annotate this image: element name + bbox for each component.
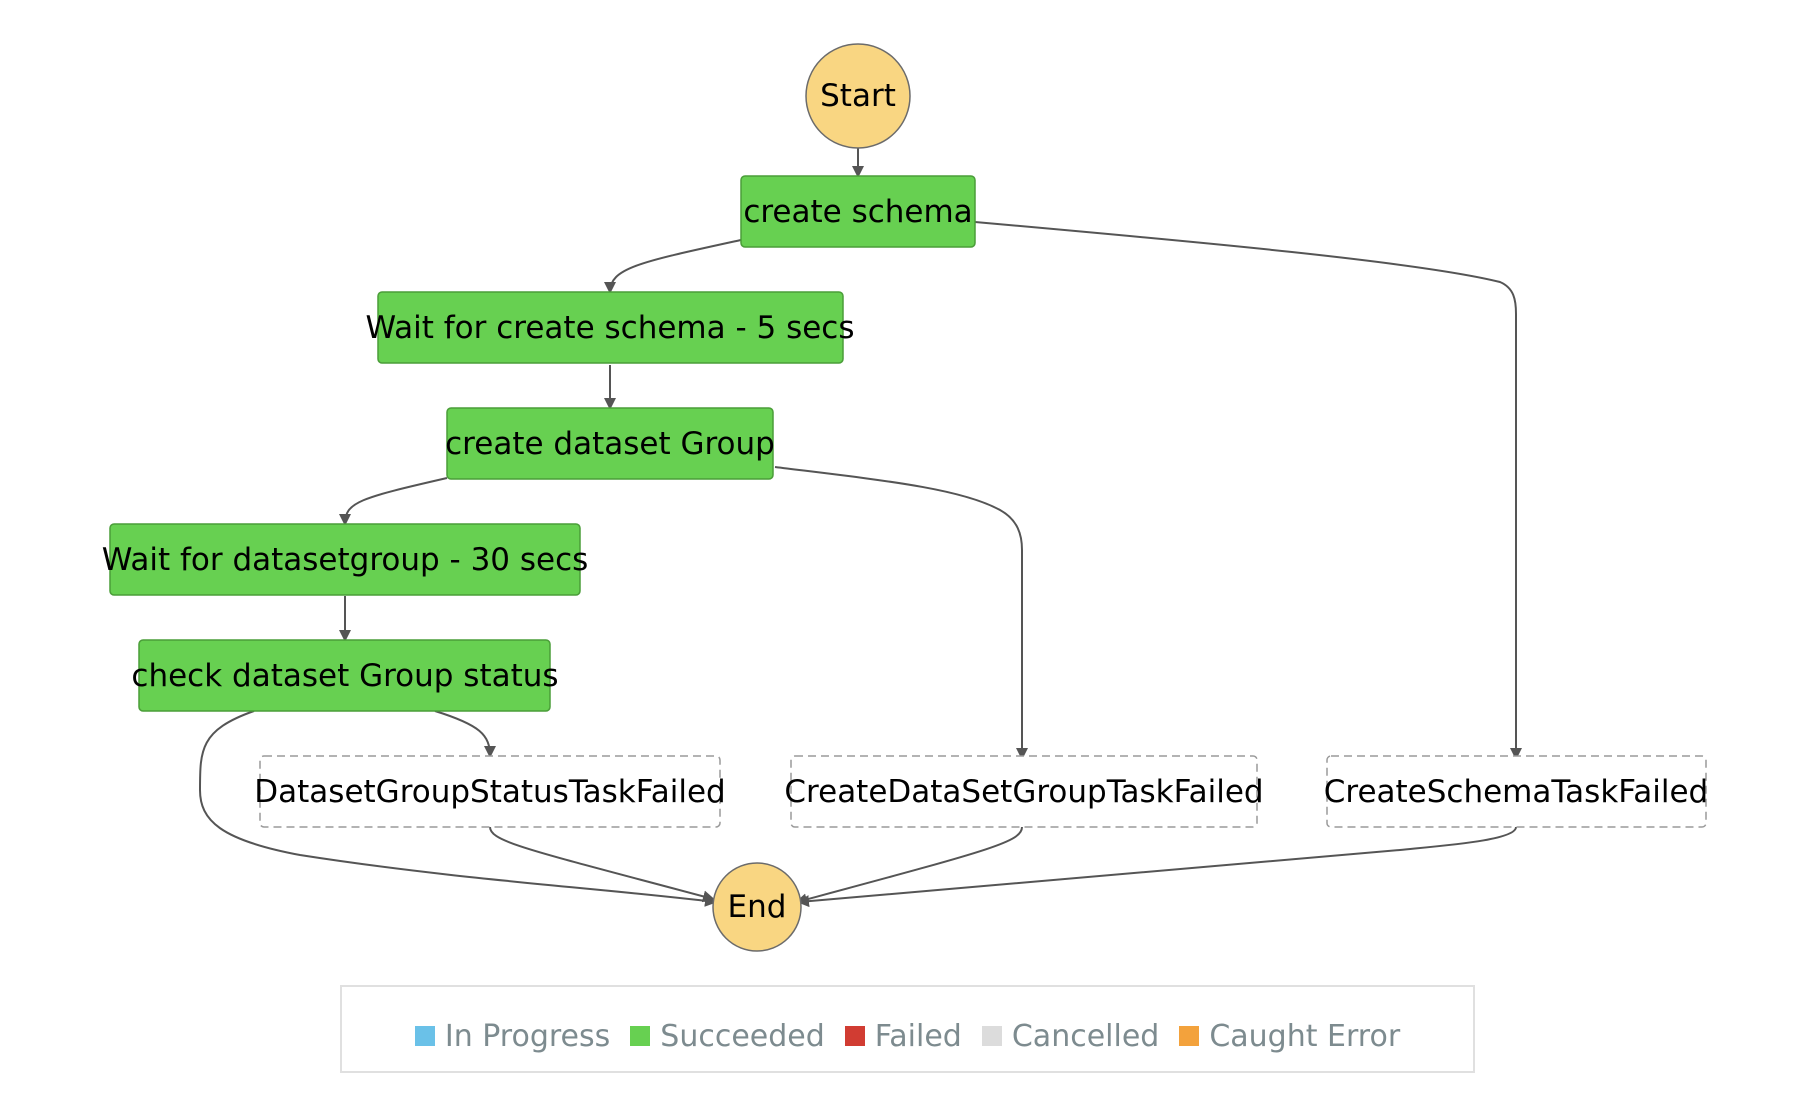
- legend-swatch: [414, 1026, 435, 1046]
- state-box: [740, 175, 976, 248]
- state-box: [1326, 755, 1707, 828]
- node-create-schema-task-failed[interactable]: CreateSchemaTaskFailed: [1324, 755, 1709, 828]
- node-label: create schema: [743, 194, 972, 230]
- state-box: [377, 291, 844, 364]
- legend-item-in-progress: In Progress: [414, 1018, 611, 1054]
- node-create-dataset-group[interactable]: create dataset Group: [445, 407, 775, 480]
- node-wait-for-datasetgroup[interactable]: Wait for datasetgroup - 30 secs: [102, 523, 589, 596]
- edge-check-dsg-to-dsg-status-failed: [434, 710, 496, 758]
- node-label: create dataset Group: [445, 426, 775, 462]
- edges: [198, 148, 1522, 908]
- node-label: Wait for create schema - 5 secs: [365, 310, 854, 346]
- node-label: CreateSchemaTaskFailed: [1324, 774, 1709, 810]
- node-wait-for-create-schema[interactable]: Wait for create schema - 5 secs: [365, 291, 855, 364]
- node-dataset-group-status-task-failed[interactable]: DatasetGroupStatusTaskFailed: [254, 755, 726, 828]
- edge-create-dsg-to-create-dsg-failed: [774, 466, 1028, 760]
- edge-check-dsg-to-end: [198, 710, 717, 907]
- legend-swatch: [844, 1026, 865, 1046]
- legend-swatch: [630, 1026, 651, 1046]
- edge-create-schema-failed-to-end: [797, 826, 1517, 908]
- state-box: [138, 639, 551, 712]
- legend-item-failed: Failed: [844, 1018, 962, 1054]
- legend-label: Cancelled: [1011, 1018, 1160, 1054]
- node-label: Wait for datasetgroup - 30 secs: [102, 542, 589, 578]
- edge-create-schema-to-wait-schema: [604, 239, 742, 294]
- end-circle: [712, 862, 802, 952]
- node-label: check dataset Group status: [131, 658, 558, 694]
- legend-item-caught-error: Caught Error: [1179, 1019, 1400, 1054]
- edge-dsg-status-failed-to-end: [489, 826, 715, 903]
- edge-create-dsg-to-wait-dsg: [339, 477, 448, 526]
- edge-create-schema-to-create-schema-failed: [974, 221, 1522, 760]
- node-start[interactable]: Start: [805, 43, 911, 149]
- legend-swatch: [1179, 1026, 1200, 1046]
- node-create-dataset-group-task-failed[interactable]: CreateDataSetGroupTaskFailed: [784, 755, 1264, 828]
- edge-create-dsg-failed-to-end: [795, 826, 1023, 906]
- status-legend: In Progress Succeeded Failed Cancelled C…: [340, 985, 1475, 1073]
- node-label: DatasetGroupStatusTaskFailed: [254, 774, 725, 810]
- legend-item-cancelled: Cancelled: [981, 1018, 1160, 1054]
- state-box: [790, 755, 1258, 828]
- state-box: [109, 523, 581, 596]
- state-box: [446, 407, 774, 480]
- node-label: End: [728, 889, 787, 925]
- legend-label: Caught Error: [1209, 1018, 1401, 1054]
- node-create-schema[interactable]: create schema: [740, 175, 976, 248]
- legend-label: Succeeded: [660, 1018, 825, 1054]
- node-label: CreateDataSetGroupTaskFailed: [784, 774, 1263, 810]
- legend-item-succeeded: Succeeded: [630, 1019, 825, 1054]
- state-box: [259, 755, 721, 828]
- legend-label: Failed: [874, 1018, 962, 1054]
- node-label: Start: [820, 78, 896, 114]
- start-circle: [805, 43, 911, 149]
- legend-label: In Progress: [444, 1018, 611, 1054]
- legend-swatch: [981, 1026, 1002, 1046]
- node-check-dataset-group-status[interactable]: check dataset Group status: [131, 639, 559, 712]
- node-end[interactable]: End: [712, 862, 802, 952]
